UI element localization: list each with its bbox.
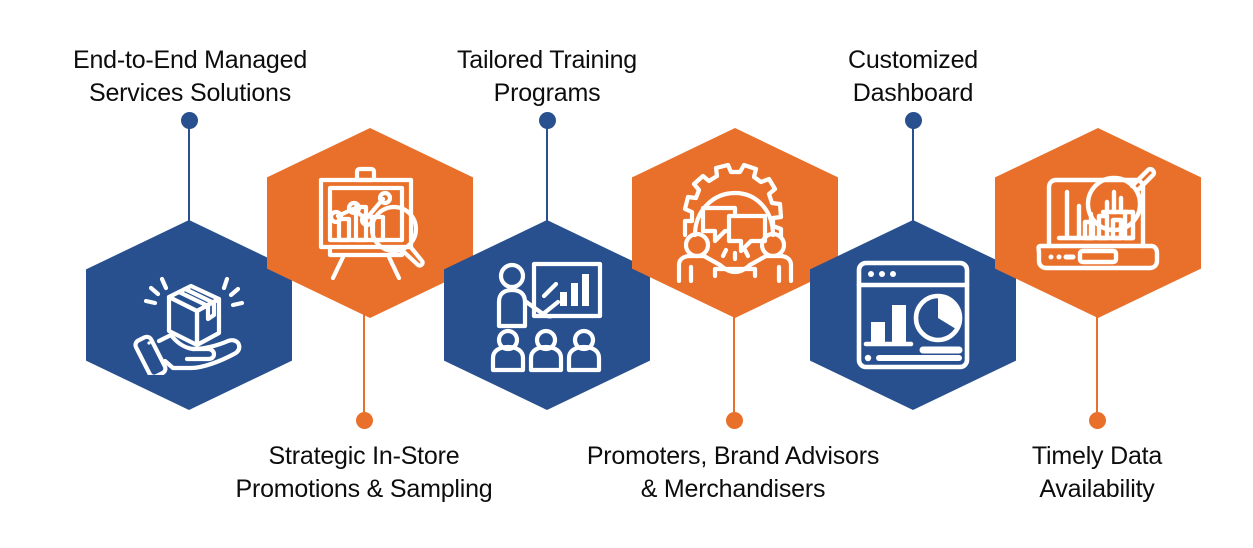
label-end-to-end-managed-services: End-to-End Managed Services Solutions [26, 44, 354, 110]
connector-line-1 [188, 120, 190, 224]
label-tailored-training-programs: Tailored Training Programs [398, 44, 696, 110]
hexagon-2[interactable] [267, 128, 473, 318]
label-line-2: Programs [493, 79, 601, 107]
label-line-2: Availability [1039, 475, 1155, 503]
label-line-1: Promoters, Brand Advisors [586, 442, 880, 470]
label-line-1: End-to-End Managed [72, 46, 308, 74]
connector-dot-2 [356, 412, 373, 429]
label-strategic-in-store-promotions: Strategic In-Store Promotions & Sampling [205, 440, 523, 506]
label-line-1: Timely Data [1031, 442, 1163, 470]
connector-line-3 [546, 120, 548, 224]
label-line-1: Strategic In-Store [268, 442, 460, 470]
label-line-2: & Merchandisers [640, 475, 826, 503]
connector-line-4 [733, 310, 735, 416]
hexagon-5[interactable] [810, 220, 1016, 410]
label-line-2: Services Solutions [88, 79, 292, 107]
label-line-1: Customized [848, 46, 978, 74]
label-customized-dashboard: Customized Dashboard [778, 44, 1048, 110]
gear-handshake-chat-icon [676, 163, 794, 283]
hexagon-3[interactable] [444, 220, 650, 410]
presentation-chart-magnifier-icon [318, 166, 425, 281]
label-timely-data-availability: Timely Data Availability [968, 440, 1226, 506]
laptop-chart-magnifier-icon [1036, 166, 1160, 271]
label-line-2: Dashboard [852, 79, 974, 107]
label-promoters-brand-advisors: Promoters, Brand Advisors & Merchandiser… [559, 440, 907, 506]
training-presenter-audience-icon [490, 261, 603, 373]
label-line-1: Tailored Training [456, 46, 638, 74]
connector-dot-6 [1089, 412, 1106, 429]
connector-line-6 [1096, 310, 1098, 416]
hexagon-1[interactable] [86, 220, 292, 410]
label-line-2: Promotions & Sampling [235, 475, 493, 503]
connector-line-5 [912, 120, 914, 224]
hexagon-4[interactable] [632, 128, 838, 318]
hexagon-6[interactable] [995, 128, 1201, 318]
connector-line-2 [363, 310, 365, 416]
connector-dot-4 [726, 412, 743, 429]
package-in-hand-icon [133, 276, 245, 375]
dashboard-window-icon [856, 260, 970, 370]
